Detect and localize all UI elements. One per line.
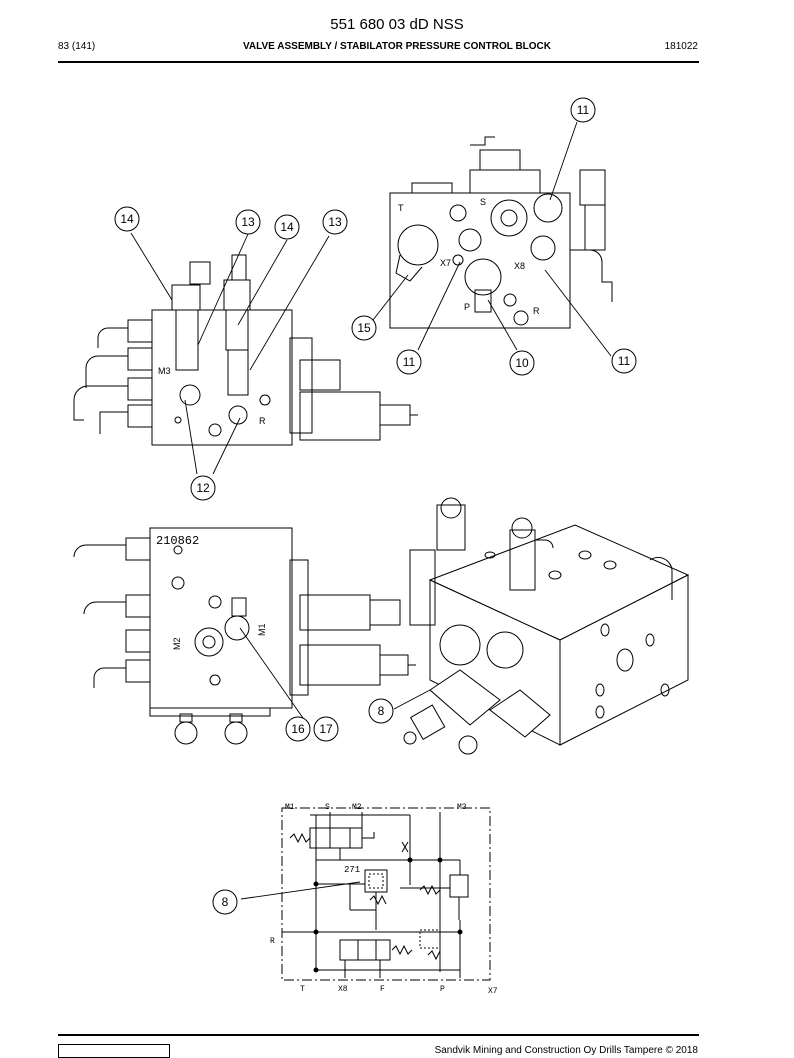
hydraulic-schematic <box>281 807 491 981</box>
port-label-x7: X7 <box>440 258 451 268</box>
callout-15 <box>351 315 377 341</box>
schematic-label-x7: X7 <box>488 987 498 996</box>
date-code: 181022 <box>664 41 698 52</box>
schematic-label-s: S <box>325 803 330 812</box>
schematic-label-p: P <box>440 985 445 994</box>
header-rule <box>58 61 699 63</box>
callout-14-mid <box>274 214 300 240</box>
callout-text-12: 12 <box>196 481 210 495</box>
port-label-p: P <box>464 302 470 312</box>
callout-text-8-iso: 8 <box>378 704 385 718</box>
callout-text-14-left: 14 <box>120 212 134 226</box>
callout-16 <box>285 716 311 742</box>
port-label-s: S <box>480 197 486 207</box>
schematic-label-m1: M1 <box>285 803 295 812</box>
callout-8-schematic <box>212 889 238 915</box>
callout-text-17: 17 <box>319 722 333 736</box>
port-label-m2: M2 <box>172 637 182 650</box>
callout-text-13-left: 13 <box>241 215 255 229</box>
callout-text-15: 15 <box>357 321 371 335</box>
page-title: VALVE ASSEMBLY / STABILATOR PRESSURE CON… <box>243 41 551 52</box>
leader-lines <box>130 121 612 900</box>
callout-text-11-bottom-left: 11 <box>403 355 416 369</box>
valve-block-isometric-view <box>403 497 690 755</box>
callout-14-left <box>114 206 140 232</box>
valve-block-top-view <box>389 136 613 329</box>
port-label-r-top: R <box>533 306 540 316</box>
schematic-label-r: R <box>270 937 275 946</box>
port-label-x8: X8 <box>514 261 525 271</box>
footer-rule <box>58 1034 699 1036</box>
footer-copyright: Sandvik Mining and Construction Oy Drill… <box>434 1045 698 1056</box>
port-label-r-side: R <box>259 416 266 426</box>
callout-11-top <box>570 97 596 123</box>
callout-text-13-right: 13 <box>328 215 342 229</box>
port-label-m1: M1 <box>257 623 267 636</box>
callout-13-left <box>235 209 261 235</box>
callout-13-right <box>322 209 348 235</box>
schematic-label-f: F <box>380 985 385 994</box>
callout-text-11-top: 11 <box>577 103 590 117</box>
callout-12 <box>190 475 216 501</box>
document-number: 551 680 03 dD NSS <box>330 16 464 33</box>
brand-logo <box>58 1044 170 1058</box>
schematic-label-m3: M3 <box>457 803 467 812</box>
callout-10 <box>509 350 535 376</box>
callout-text-10: 10 <box>515 356 529 370</box>
schematic-code: 271 <box>344 865 360 875</box>
callout-text-14-mid: 14 <box>280 220 294 234</box>
port-label-t: T <box>398 203 404 213</box>
port-label-m3: M3 <box>158 366 171 376</box>
valve-block-front-view <box>73 527 416 745</box>
callout-17 <box>313 716 339 742</box>
callouts <box>114 97 637 915</box>
callout-11-bottom-right <box>611 348 637 374</box>
valve-block-side-view <box>73 254 418 446</box>
schematic-label-m2: M2 <box>352 803 362 812</box>
callout-text-11-bottom-right: 11 <box>618 354 631 368</box>
page-number: 83 (141) <box>58 41 96 52</box>
callout-11-bottom-left <box>396 349 422 375</box>
schematic-label-x8: X8 <box>338 985 348 994</box>
callout-text-8-schematic: 8 <box>222 895 229 909</box>
callout-text-16: 16 <box>291 722 305 736</box>
block-number: 210862 <box>156 534 199 548</box>
schematic-label-t: T <box>300 985 305 994</box>
callout-8-iso <box>368 698 394 724</box>
